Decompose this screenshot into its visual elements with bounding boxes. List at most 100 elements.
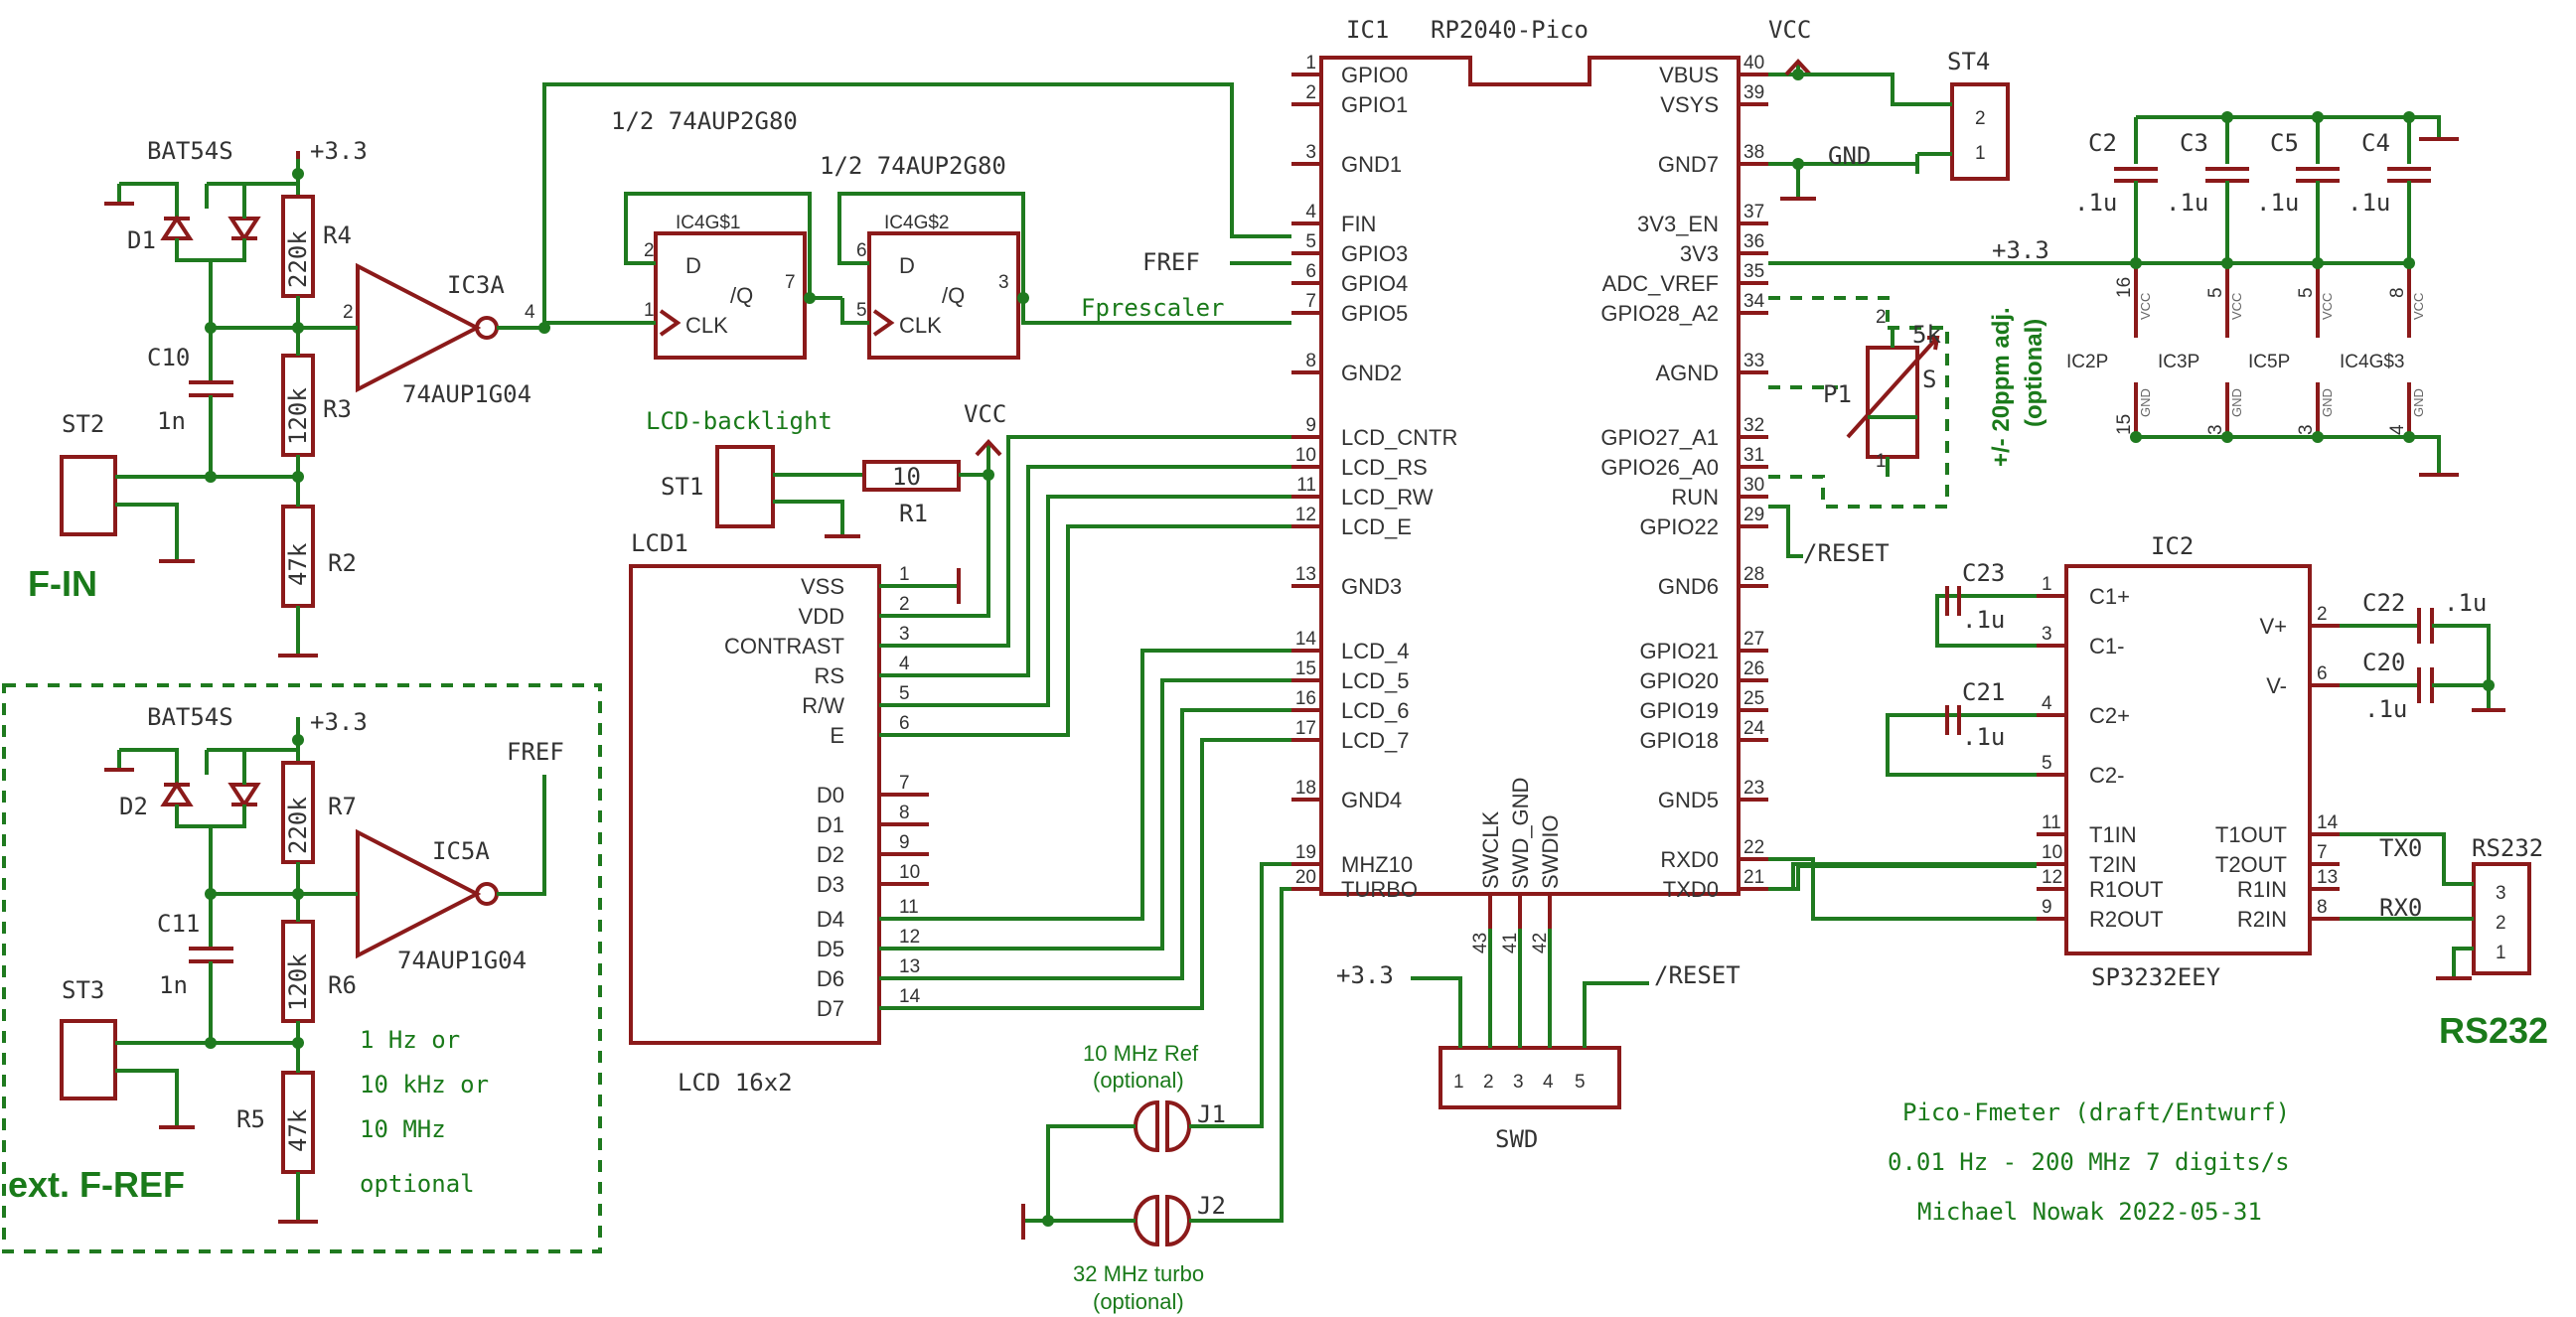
lcd-pin-number: 3: [899, 624, 910, 645]
lcd-pin-number: 12: [899, 927, 920, 948]
rx-net-label: RX0: [2379, 894, 2422, 922]
c23-ref: C23: [1962, 559, 2005, 587]
trim-note-2: (optional): [2021, 319, 2047, 427]
d1-part-label: BAT54S: [147, 137, 233, 165]
lcd-pin-name: D6: [817, 966, 844, 991]
r5-value: 47k: [284, 1108, 312, 1152]
r5-ref: R5: [236, 1105, 265, 1133]
ff2-pin-clk: 5: [856, 300, 867, 321]
ic3a-ref: IC3A: [447, 271, 505, 299]
pico-right-pin-name: RUN: [1671, 485, 1719, 510]
pico-right-pin-number: 21: [1743, 867, 1764, 888]
pico-right-pin-name: RXD0: [1660, 847, 1719, 872]
sp3232-left-pin-name: C1+: [2089, 584, 2130, 609]
input-section-f-in: [60, 151, 550, 658]
pico-right-pin-name: GND5: [1658, 788, 1719, 812]
supply-label-top: +3.3: [310, 137, 368, 165]
decoupling-vcc-pin: 5: [2205, 287, 2226, 298]
pico-right-pin-number: 28: [1743, 564, 1764, 585]
pico-right-pin-number: 37: [1743, 202, 1764, 222]
pico-left-pin-number: 1: [1305, 53, 1316, 73]
r1-ref: R1: [899, 500, 928, 527]
sp3232-right-pin-number: 8: [2317, 897, 2328, 918]
pico-right-pin-name: GPIO27_A1: [1600, 425, 1719, 450]
trimmer-p1: [1866, 346, 1919, 459]
pico-left-pin-name: GPIO5: [1341, 301, 1408, 326]
pico-left-pin-number: 19: [1295, 842, 1316, 863]
pico-left-pin-name: LCD_RS: [1341, 455, 1428, 480]
ff1-pin-d: 2: [644, 240, 655, 261]
sp3232-right-pin-name: R2IN: [2237, 907, 2287, 932]
pico-left-pin-number: 7: [1305, 291, 1316, 312]
pico-left-pin-number: 17: [1295, 718, 1316, 739]
sp3232-left-pin-number: 5: [2042, 753, 2052, 774]
pico-right-pin-number: 33: [1743, 351, 1764, 371]
ff2-pin-d: 6: [856, 240, 867, 261]
pico-bottom-pin-name: SWCLK: [1478, 810, 1503, 889]
pico-right-pin-number: 29: [1743, 505, 1764, 525]
pico-part: RP2040-Pico: [1431, 16, 1589, 44]
pico-right-pin-name: GPIO26_A0: [1600, 455, 1719, 480]
lcd-backlight-label: LCD-backlight: [646, 407, 833, 435]
rs232-pin1: 1: [2496, 943, 2506, 963]
lcd-pin-name: E: [830, 723, 844, 748]
pico-swd-pins: [1488, 894, 1552, 929]
decoupling-vcc-pin: 16: [2114, 277, 2135, 298]
pico-bottom-pin-number: 43: [1470, 933, 1491, 953]
pico-left-pin-number: 8: [1305, 351, 1316, 371]
ff1-q: /Q: [730, 283, 753, 308]
swd-pin4: 4: [1543, 1072, 1554, 1093]
decoupling-caps: [2114, 111, 2459, 477]
lcd-pin-number: 14: [899, 986, 921, 1007]
pico-left-pin-name: LCD_E: [1341, 514, 1412, 539]
r4-ref: R4: [323, 221, 352, 249]
swd-pin2: 2: [1483, 1072, 1494, 1093]
r2-value: 47k: [284, 542, 312, 586]
sp3232-left-pin-number: 11: [2042, 812, 2061, 833]
labels: BAT54S D1 +3.3 R4 R3 R2 220k 120k 47k C1…: [8, 16, 2548, 1314]
sp3232-left-pin-number: 12: [2042, 867, 2062, 888]
lcd-wiring: [879, 435, 1291, 1010]
decoupling-vcc-pin: 5: [2296, 287, 2317, 298]
ext-fref-label: ext. F-REF: [8, 1164, 185, 1205]
sp3232-right-pin-number: 14: [2317, 812, 2339, 833]
decoupling-gnd-pin: 15: [2114, 414, 2135, 435]
pico-left-pin-name: GPIO4: [1341, 271, 1408, 296]
swd-connector: [1439, 1046, 1621, 1109]
decoupling-vcc-label: VCC: [2229, 293, 2244, 320]
lcd-pin-number: 5: [899, 683, 910, 704]
c10-ref: C10: [147, 344, 190, 371]
j1-ref: J1: [1197, 1100, 1226, 1128]
trim-note-1: +/- 20ppm adj.: [1988, 307, 2015, 467]
decoupling-vcc-label: VCC: [2320, 293, 2335, 320]
sp3232-left-pin-name: T1IN: [2089, 822, 2137, 847]
decoupling-ic-ref: IC2P: [2066, 352, 2108, 372]
pico-left-pin-number: 6: [1305, 261, 1316, 282]
decoupling-cap-ref: C2: [2088, 129, 2117, 157]
pico-left-pin-name: FIN: [1341, 212, 1376, 236]
sp3232-right-pin-name: R1IN: [2237, 877, 2287, 902]
decoupling-vcc-label: VCC: [2138, 293, 2153, 320]
pico-right-pin-name: 3V3_EN: [1637, 212, 1719, 236]
pico-right-pin-name: GND6: [1658, 574, 1719, 599]
j1-title: 10 MHz Ref: [1083, 1041, 1199, 1066]
pico-left-pin-number: 13: [1295, 564, 1316, 585]
pico-right-pin-number: 36: [1743, 231, 1764, 252]
pico-left-pin-number: 15: [1295, 658, 1316, 679]
pico-left-pin-number: 12: [1295, 505, 1316, 525]
pico-left-pin-name: GND2: [1341, 361, 1402, 385]
ff-title-1: 1/2 74AUP2G80: [611, 107, 798, 135]
pico-left-pin-number: 20: [1295, 867, 1316, 888]
lcd-pin-number: 7: [899, 773, 910, 794]
c20-value: .1u: [2364, 695, 2407, 723]
decoupling-gnd-label: GND: [2138, 388, 2153, 417]
pico-right-pin-name: ADC_VREF: [1602, 271, 1719, 296]
connector-st1: [715, 445, 775, 528]
pico-ic1: [1319, 56, 1741, 896]
p1-s: S: [1922, 366, 1936, 393]
lcd-pin-name: D0: [817, 783, 844, 807]
swd-supply: +3.3: [1336, 961, 1394, 989]
ff2-d: D: [899, 253, 915, 278]
ff1-pin-q: 7: [785, 272, 796, 293]
decoupling-ic-ref: IC5P: [2248, 352, 2290, 372]
